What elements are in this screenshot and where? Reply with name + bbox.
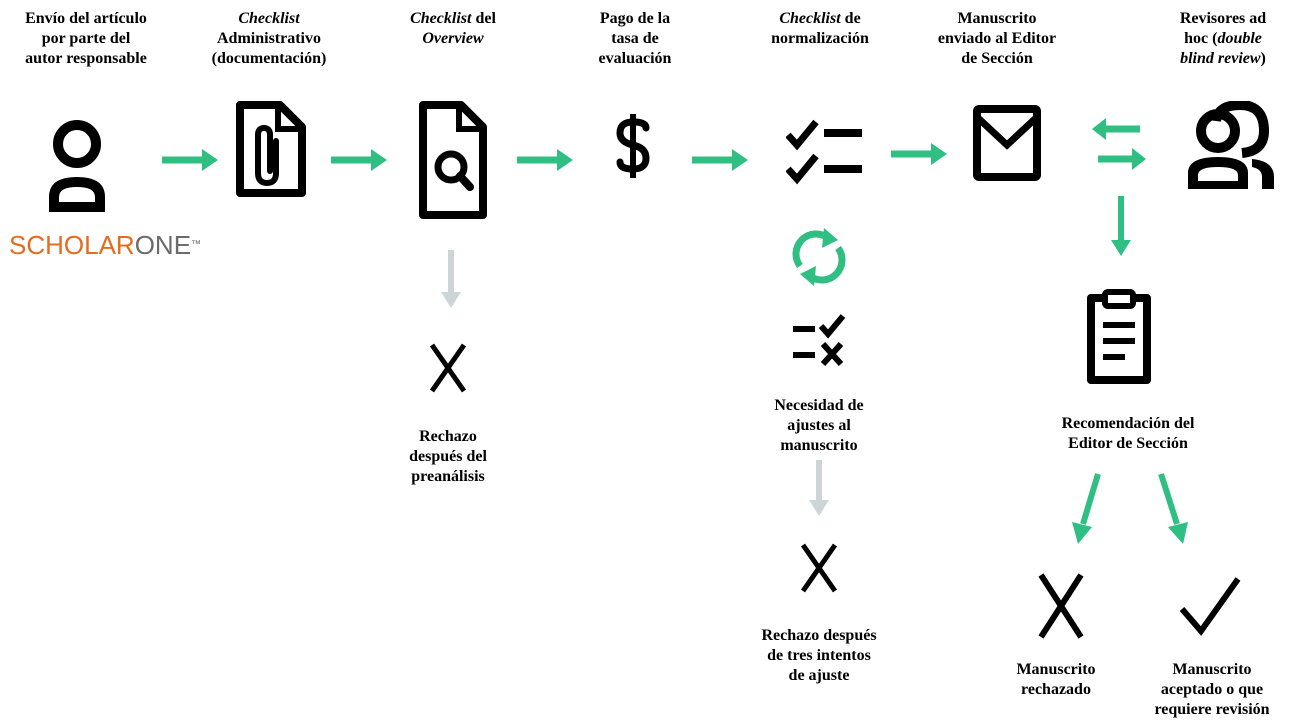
step-normalization-line1a: Checklist [779,10,841,27]
step-payment-line2: tasa de [611,30,659,47]
adjust-need-line1: Necesidad de [774,397,864,414]
refresh-icon [792,228,846,286]
accepted-label: Manuscrito aceptado o que requiere revis… [1134,660,1290,720]
accepted-line2: aceptado o que [1160,681,1264,698]
step-reviewers-line1: Revisores ad [1179,10,1267,27]
dollar-icon [616,114,650,178]
scholarone-logo-part2: ONE [134,230,192,260]
step-submission-label: Envío del artículo por parte del autor r… [0,9,172,69]
rejected-label: Manuscrito rechazado [996,660,1116,700]
paperclip-document-icon [236,101,306,197]
reject-three-attempts-line3: de ajuste [788,667,850,684]
step-payment-line3: evaluación [598,50,672,67]
recommendation-line1: Recomendación del [1061,415,1195,432]
checklist-icon [786,119,862,185]
step-submission-line1: Envío del artículo [25,10,147,27]
step-normalization-line2: normalización [771,30,869,47]
checklist-adjust-icon [793,314,846,367]
step-submission-line3: autor responsable [25,50,147,67]
clipboard-icon [1087,289,1151,384]
step-reviewers-line2a: hoc ( [1184,30,1218,47]
reject-three-attempts-line2: de tres intentos [767,647,871,664]
document-search-icon [419,101,487,219]
arrow-overview-to-payment [517,149,573,171]
reviewers-icon [1188,101,1274,189]
scholarone-logo: SCHOLARONE™ [9,231,201,259]
step-overview-checklist-label: Checklist del Overview [378,9,528,49]
step-payment-line1: Pago de la [599,10,671,27]
arrow-admin-to-overview [331,149,387,171]
accepted-line1: Manuscrito [1172,661,1252,678]
arrow-normalization-to-editor [891,143,947,165]
step-section-editor-line2: enviado al Editor [937,30,1057,47]
reject-preanalysis-line2: después del [409,448,487,465]
arrow-adjust-to-reject [809,460,829,516]
adjust-need-line2: ajustes al [787,417,851,434]
accepted-line3: requiere revisión [1154,701,1270,718]
step-section-editor-label: Manuscrito enviado al Editor de Sección [922,9,1072,69]
recommendation-label: Recomendación del Editor de Sección [1040,414,1216,454]
step-admin-checklist-line2: Administrativo [217,30,321,47]
rejected-x-icon [1038,573,1084,639]
checkmark-icon [1179,577,1241,636]
exchange-arrows-icon [1092,118,1146,170]
step-reviewers-line2b: double [1217,30,1262,47]
step-payment-label: Pago de la tasa de evaluación [570,9,700,69]
rejected-line2: rechazado [1021,681,1091,698]
adjust-need-label: Necesidad de ajustes al manuscrito [744,396,894,456]
step-admin-checklist-line1: Checklist [238,10,300,27]
arrow-submission-to-admin [162,149,218,171]
step-overview-checklist-line1a: Checklist [410,10,472,27]
step-overview-checklist-line2: Overview [422,30,484,47]
reject-three-attempts-line1: Rechazo después [761,627,877,644]
step-reviewers-label: Revisores ad hoc (double blind review) [1156,9,1290,69]
step-reviewers-line3a: blind review [1180,50,1261,67]
step-admin-checklist-line3: (documentación) [211,50,327,67]
reject-three-attempts-x-icon [800,543,838,593]
scholarone-logo-part1: SCHOLAR [9,230,135,260]
arrow-overview-to-reject [441,250,461,308]
reject-preanalysis-x-icon [429,343,467,393]
step-normalization-label: Checklist de normalización [745,9,895,49]
reject-preanalysis-line1: Rechazo [419,428,477,445]
step-section-editor-line1: Manuscrito [957,10,1037,27]
step-reviewers-line3b: ) [1260,50,1266,67]
envelope-icon [973,105,1041,181]
step-submission-line2: por parte del [41,30,131,47]
step-admin-checklist-label: Checklist Administrativo (documentación) [186,9,352,69]
recommendation-line2: Editor de Sección [1068,435,1188,452]
arrow-recommendation-to-accepted [1158,473,1188,544]
person-icon [49,120,105,212]
reject-preanalysis-line3: preanálisis [411,468,485,485]
adjust-need-line3: manuscrito [780,437,858,454]
arrow-editor-to-recommendation [1111,196,1131,256]
step-section-editor-line3: de Sección [961,50,1033,67]
step-overview-checklist-line1b: del [471,10,496,27]
rejected-line1: Manuscrito [1016,661,1096,678]
arrow-payment-to-normalization [692,149,748,171]
arrow-recommendation-to-rejected [1072,473,1101,544]
reject-preanalysis-label: Rechazo después del preanálisis [378,427,518,487]
step-normalization-line1b: de [840,10,861,27]
scholarone-logo-tm: ™ [191,239,202,250]
reject-three-attempts-label: Rechazo después de tres intentos de ajus… [739,626,899,686]
